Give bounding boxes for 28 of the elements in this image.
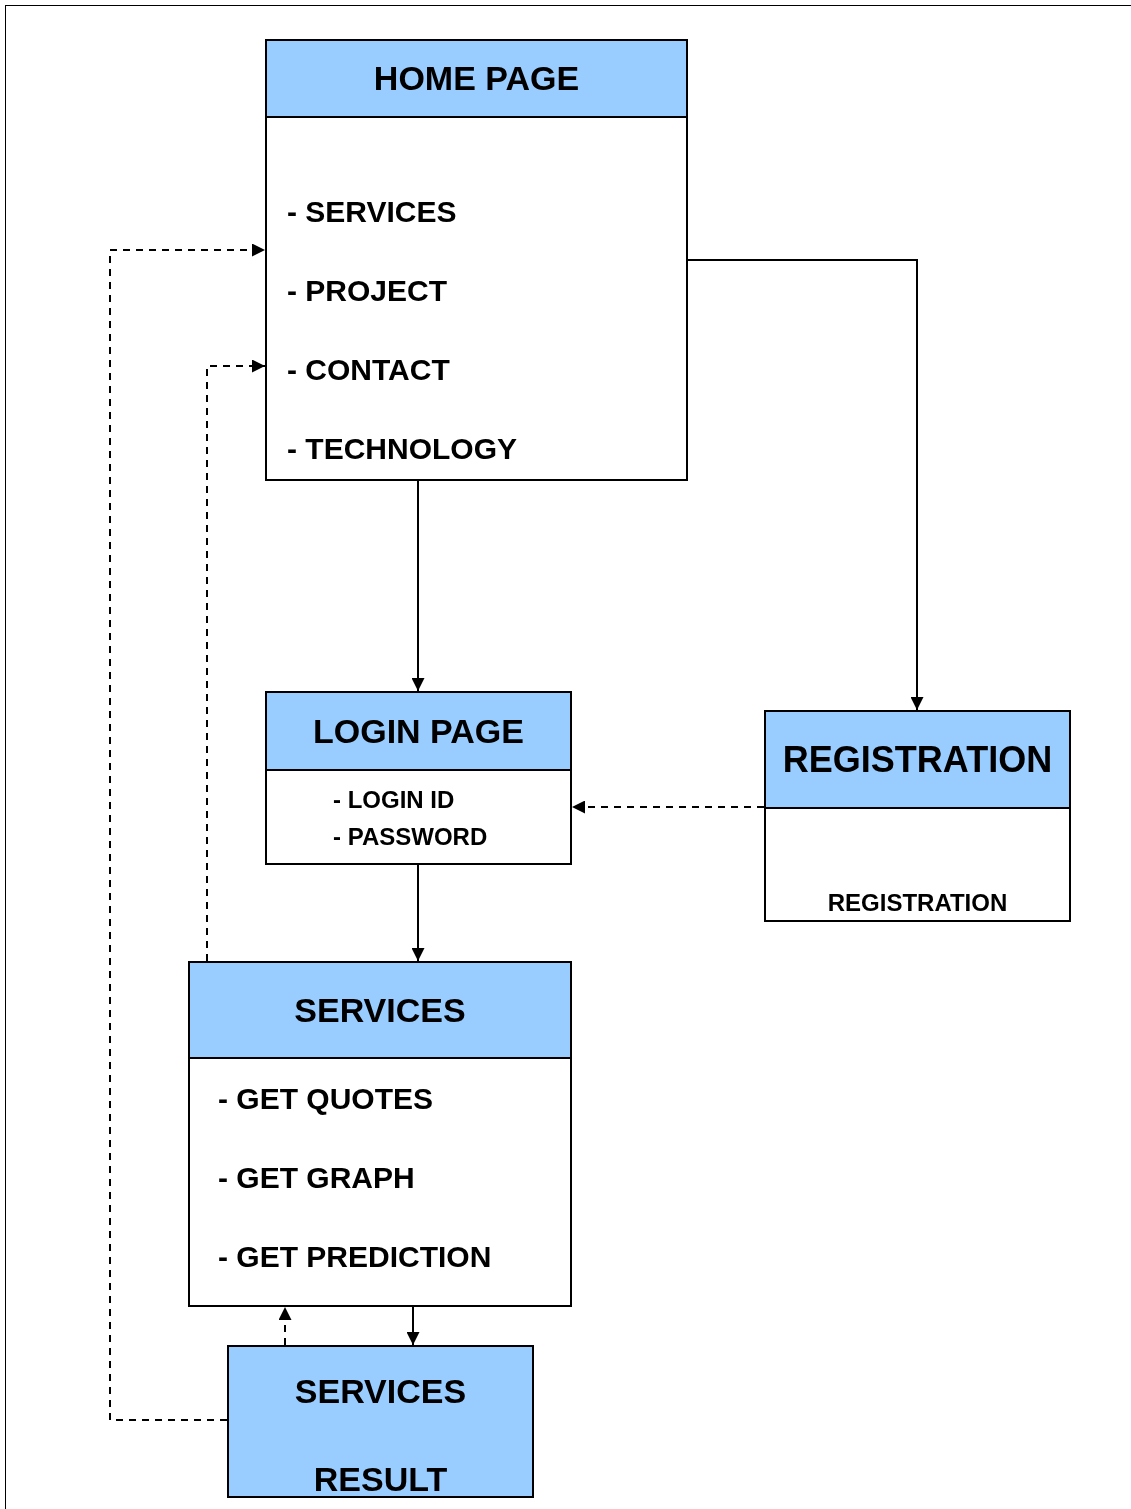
list-item: - GET PREDICTION bbox=[218, 1239, 492, 1275]
arrow bbox=[411, 864, 425, 962]
page-box bbox=[188, 961, 572, 1307]
page-box bbox=[265, 691, 572, 865]
dashed-arrow bbox=[571, 800, 765, 814]
list-item: - PASSWORD bbox=[333, 822, 488, 852]
dashed-arrow bbox=[109, 243, 266, 1421]
box-title: SERVICES RESULT bbox=[293, 1371, 468, 1500]
page-box bbox=[764, 710, 1071, 922]
dashed-arrow bbox=[278, 1306, 292, 1346]
list-item: - TECHNOLOGY bbox=[287, 431, 517, 467]
process-box bbox=[227, 1345, 534, 1498]
arrow bbox=[406, 1306, 420, 1346]
box-title: HOME PAGE bbox=[373, 59, 580, 98]
dashed-arrow bbox=[206, 359, 266, 962]
list-item: REGISTRATION bbox=[827, 888, 1008, 918]
list-item: - CONTACT bbox=[287, 352, 450, 388]
arrow bbox=[687, 259, 924, 711]
list-item: - PROJECT bbox=[287, 273, 448, 309]
box-title: REGISTRATION bbox=[782, 738, 1053, 781]
box-title: LOGIN PAGE bbox=[313, 711, 524, 751]
list-item: - GET QUOTES bbox=[218, 1081, 433, 1117]
arrow bbox=[411, 480, 425, 692]
box-title: SERVICES bbox=[294, 990, 466, 1030]
list-item: - SERVICES bbox=[287, 194, 457, 230]
page-box bbox=[265, 39, 688, 481]
list-item: - GET GRAPH bbox=[218, 1160, 415, 1196]
list-item: - LOGIN ID bbox=[333, 785, 455, 815]
